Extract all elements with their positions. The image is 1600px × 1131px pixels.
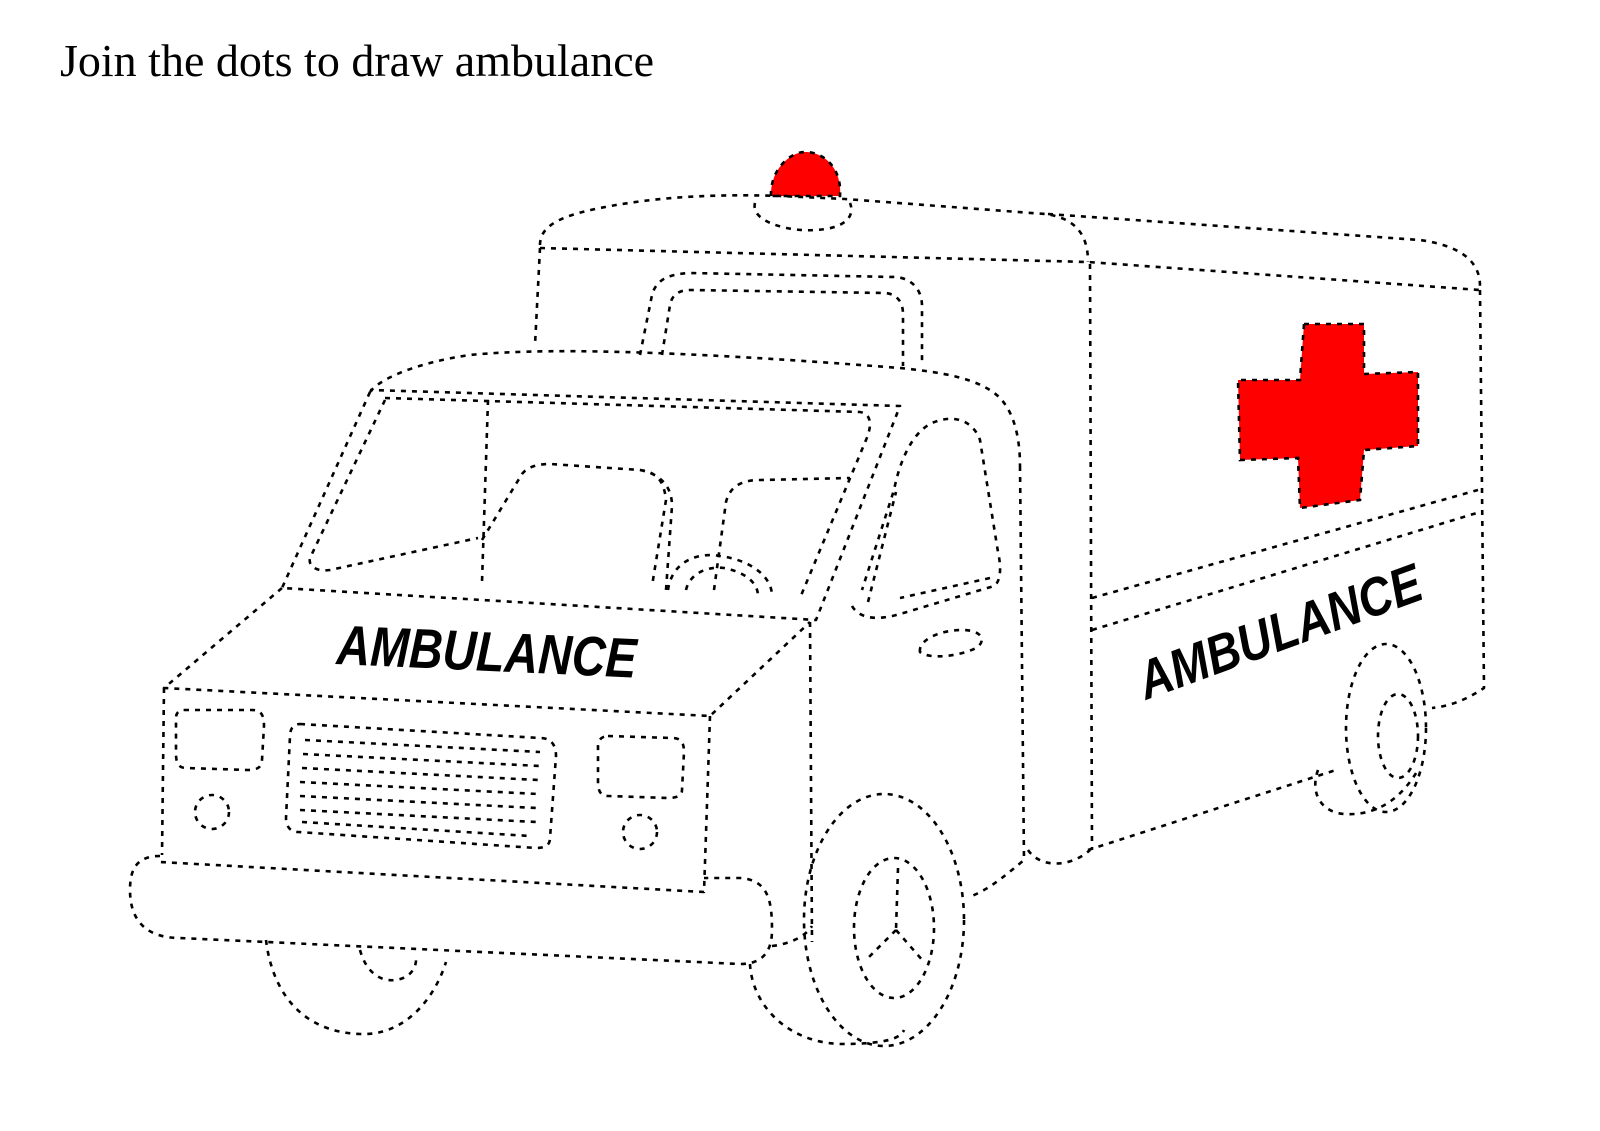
wheel-front-right bbox=[802, 792, 966, 1048]
box-side-vertical bbox=[1088, 263, 1094, 851]
hood bbox=[162, 587, 811, 718]
worksheet-instruction: Join the dots to draw ambulance bbox=[60, 35, 655, 86]
door-window-inner bbox=[866, 491, 991, 603]
door-frame bbox=[971, 465, 1026, 898]
wheel-front-right-rim bbox=[852, 856, 936, 1000]
steering-wheel bbox=[666, 553, 774, 597]
windshield-inner bbox=[308, 396, 872, 599]
box-bottom-edge bbox=[1087, 768, 1337, 852]
wheel-rear-rim bbox=[1376, 692, 1420, 780]
cab-side-pillar bbox=[808, 621, 814, 943]
door-window bbox=[850, 417, 1002, 620]
roof-edge bbox=[539, 246, 1481, 292]
passenger-seat bbox=[712, 476, 851, 591]
front-face bbox=[159, 687, 712, 894]
wheel-front-right-arch bbox=[748, 963, 906, 1046]
cab-roof bbox=[368, 349, 1022, 467]
box-stripe-top bbox=[1091, 488, 1479, 600]
box-front-edge bbox=[533, 247, 542, 346]
bumper-side bbox=[771, 925, 814, 948]
door-handle bbox=[918, 628, 984, 658]
front-bumper bbox=[128, 854, 774, 966]
box-window-outer bbox=[638, 271, 924, 362]
wheel-front-left bbox=[264, 939, 448, 1036]
box-bottom-curve bbox=[1026, 849, 1091, 865]
roof-outline bbox=[538, 194, 1482, 287]
wheel-front-right-spokes bbox=[865, 867, 925, 963]
box-rear-vertical bbox=[1431, 289, 1486, 710]
wheel-rear-arch bbox=[1313, 769, 1420, 816]
siren-base bbox=[753, 202, 853, 232]
box-stripe-bottom bbox=[1091, 510, 1481, 632]
driver-seat-back bbox=[639, 468, 674, 591]
indicator-left bbox=[193, 793, 231, 831]
red-cross-icon bbox=[1236, 322, 1420, 510]
driver-seat bbox=[480, 462, 668, 587]
wheel-front-left-hub bbox=[358, 949, 418, 982]
grille-slats bbox=[299, 738, 541, 838]
siren-light bbox=[769, 150, 842, 198]
side-label: AMBULANCE bbox=[1128, 552, 1432, 711]
headlight-right bbox=[596, 734, 686, 800]
hood-label: AMBULANCE bbox=[334, 613, 640, 690]
windshield-outer bbox=[280, 388, 902, 622]
grille-outline bbox=[284, 722, 558, 850]
indicator-right bbox=[621, 813, 659, 851]
headlight-left bbox=[174, 708, 266, 772]
wheel-rear bbox=[1344, 642, 1428, 814]
box-window-inner bbox=[660, 288, 905, 366]
